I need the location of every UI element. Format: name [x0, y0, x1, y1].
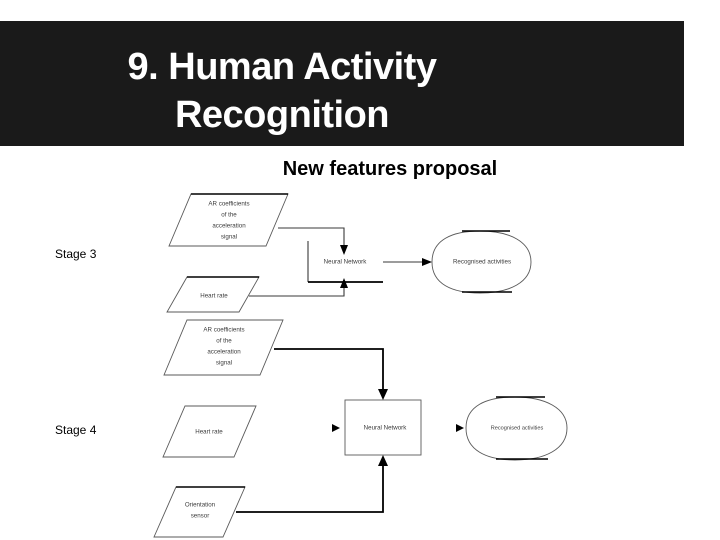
title-banner: 9. Human Activity Recognition: [0, 21, 684, 146]
stage3-neural-network-node: Neural Network: [307, 241, 383, 283]
stage3-heart-rate-label: Heart rate: [200, 293, 228, 300]
stage4-ar-coefficients-node: AR coefficients of the acceleration sign…: [163, 319, 284, 376]
stage3-heart-rate-node: Heart rate: [166, 276, 260, 313]
stage4-connector-ar-to-nn: [274, 348, 388, 400]
subtitle: New features proposal: [282, 158, 498, 180]
stage4-neural-network-label: Neural Network: [364, 425, 408, 432]
stage4-orientation-sensor-node: Orientation sensor: [153, 486, 246, 538]
stage4-recognised-activities-node: Recognised activities: [456, 396, 568, 461]
stage3-connector-hr-to-nn: [249, 278, 348, 297]
stage3-ar-line-3: acceleration: [212, 223, 246, 230]
stage4-recognised-activities-label: Recognised activities: [491, 425, 544, 431]
stage4-orientation-line-1: Orientation: [185, 502, 216, 509]
stage4-neural-network-node: Neural Network: [332, 399, 422, 456]
stage4-heart-rate-label: Heart rate: [195, 429, 223, 436]
stage3-ar-line-1: AR coefficients: [208, 201, 249, 208]
stage4-connector-orientation-to-nn: [236, 455, 388, 513]
stage3-connector-nn-to-output: [383, 258, 432, 266]
stage4-ar-line-2: of the: [216, 338, 232, 345]
stage3-connector-ar-to-nn: [278, 227, 348, 255]
page-title: 9. Human Activity Recognition: [127, 46, 437, 136]
stage4-heart-rate-node: Heart rate: [162, 405, 257, 458]
stage4-ar-line-3: acceleration: [207, 349, 241, 356]
stage3-recognised-activities-node: Recognised activities: [431, 230, 532, 294]
stage4-orientation-line-2: sensor: [191, 513, 210, 520]
stage-3-label: Stage 3: [55, 247, 97, 261]
stage3-ar-line-2: of the: [221, 212, 237, 219]
stage4-ar-line-4: signal: [216, 360, 232, 367]
stage3-recognised-activities-label: Recognised activities: [453, 259, 511, 266]
stage4-ar-line-1: AR coefficients: [203, 327, 244, 334]
stage3-ar-coefficients-node: AR coefficients of the acceleration sign…: [168, 193, 289, 247]
stage3-ar-line-4: signal: [221, 234, 237, 241]
stage-4-label: Stage 4: [55, 423, 97, 437]
stage3-neural-network-label: Neural Network: [324, 259, 368, 266]
